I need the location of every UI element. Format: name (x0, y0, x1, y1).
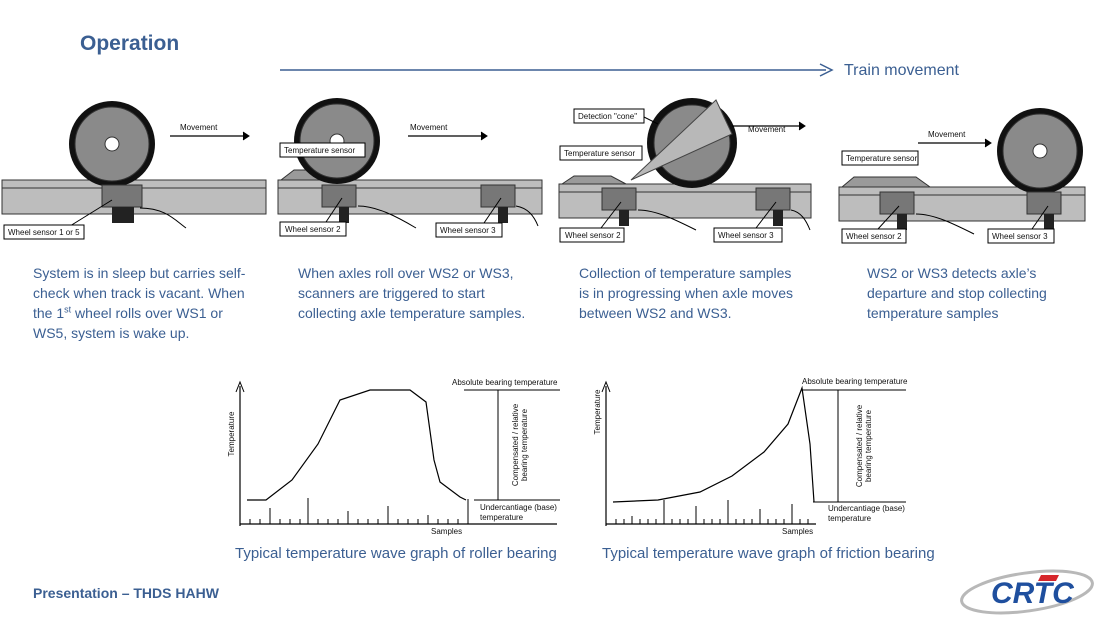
absolute-temperature-label: Absolute bearing temperature (452, 378, 558, 387)
wheel (294, 98, 380, 184)
temperature-sensor-label: Temperature sensor (846, 154, 917, 163)
friction-bearing-graph: Temperature Samples Absolute bearing tem… (593, 377, 908, 536)
panel-2-description: When axles roll over WS2 or WS3, scanner… (298, 265, 526, 321)
panel-3-diagram: Movement Detection "cone" Temperature se… (558, 98, 812, 243)
base-temperature-label-line2: temperature (480, 513, 524, 522)
y-axis-label: Temperature (227, 411, 236, 456)
movement-label: Movement (180, 123, 218, 132)
wheel-sensor-2-label: Wheel sensor 2 (846, 232, 902, 241)
relative-temperature-label-line1: Compensated / relative (511, 403, 520, 486)
detection-cone-label: Detection "cone" (578, 112, 637, 121)
movement-label: Movement (748, 125, 786, 134)
wheel-sensor-2-label: Wheel sensor 2 (285, 225, 341, 234)
wheel-sensor-2-label: Wheel sensor 2 (565, 231, 621, 240)
absolute-temperature-label: Absolute bearing temperature (802, 377, 908, 386)
x-axis-label: Samples (782, 527, 813, 536)
movement-label: Movement (928, 130, 966, 139)
logo-text: CRTC (991, 577, 1075, 610)
panel-2-diagram: Movement Temperature sensor Wheel sensor… (277, 98, 543, 238)
base-temperature-label-line1: Undercantiage (base) (828, 504, 905, 513)
page-title: Operation (80, 32, 180, 55)
temperature-sensor-label: Temperature sensor (564, 149, 635, 158)
roller-bearing-graph: Temperature Samples Absolute bearing tem… (227, 378, 560, 536)
panel-4-diagram: Movement Temperature sensor Wheel sensor… (838, 108, 1086, 244)
train-movement-label: Train movement (844, 62, 959, 79)
wheel-sensor-3-label: Wheel sensor 3 (992, 232, 1048, 241)
train-movement-arrow (280, 63, 834, 77)
movement-label: Movement (410, 123, 448, 132)
relative-temperature-label-line1: Compensated / relative (855, 404, 864, 487)
panel-1-diagram: Movement Wheel sensor 1 or 5 (1, 101, 267, 240)
relative-temperature-label-line2: bearing temperature (520, 408, 529, 481)
friction-bearing-caption: Typical temperature wave graph of fricti… (602, 545, 935, 562)
footer-text: Presentation – THDS HAHW (33, 585, 219, 601)
crtc-logo: CRTC (960, 569, 1094, 615)
x-axis-label: Samples (431, 527, 462, 536)
base-temperature-label-line2: temperature (828, 514, 872, 523)
base-temperature-label-line1: Undercantiage (base) (480, 503, 557, 512)
panel-3-description: Collection of temperature samples is in … (579, 265, 793, 321)
detection-cone (630, 99, 733, 181)
temperature-sensor-label: Temperature sensor (284, 146, 355, 155)
roller-bearing-caption: Typical temperature wave graph of roller… (235, 545, 557, 562)
panel-1-description: System is in sleep but carries self-chec… (33, 265, 246, 341)
wheel (69, 101, 155, 187)
relative-temperature-label-line2: bearing temperature (864, 409, 873, 482)
wheel-sensor-label: Wheel sensor 1 or 5 (8, 228, 80, 237)
wheel-sensor-3-label: Wheel sensor 3 (440, 226, 496, 235)
temperature-curve (247, 389, 467, 501)
temperature-curve (612, 385, 815, 503)
wheel (997, 108, 1083, 194)
wheel-sensor-3-label: Wheel sensor 3 (718, 231, 774, 240)
y-axis-label: Temperature (593, 389, 602, 434)
panel-4-description: WS2 or WS3 detects axle’s departure and … (867, 265, 1047, 321)
